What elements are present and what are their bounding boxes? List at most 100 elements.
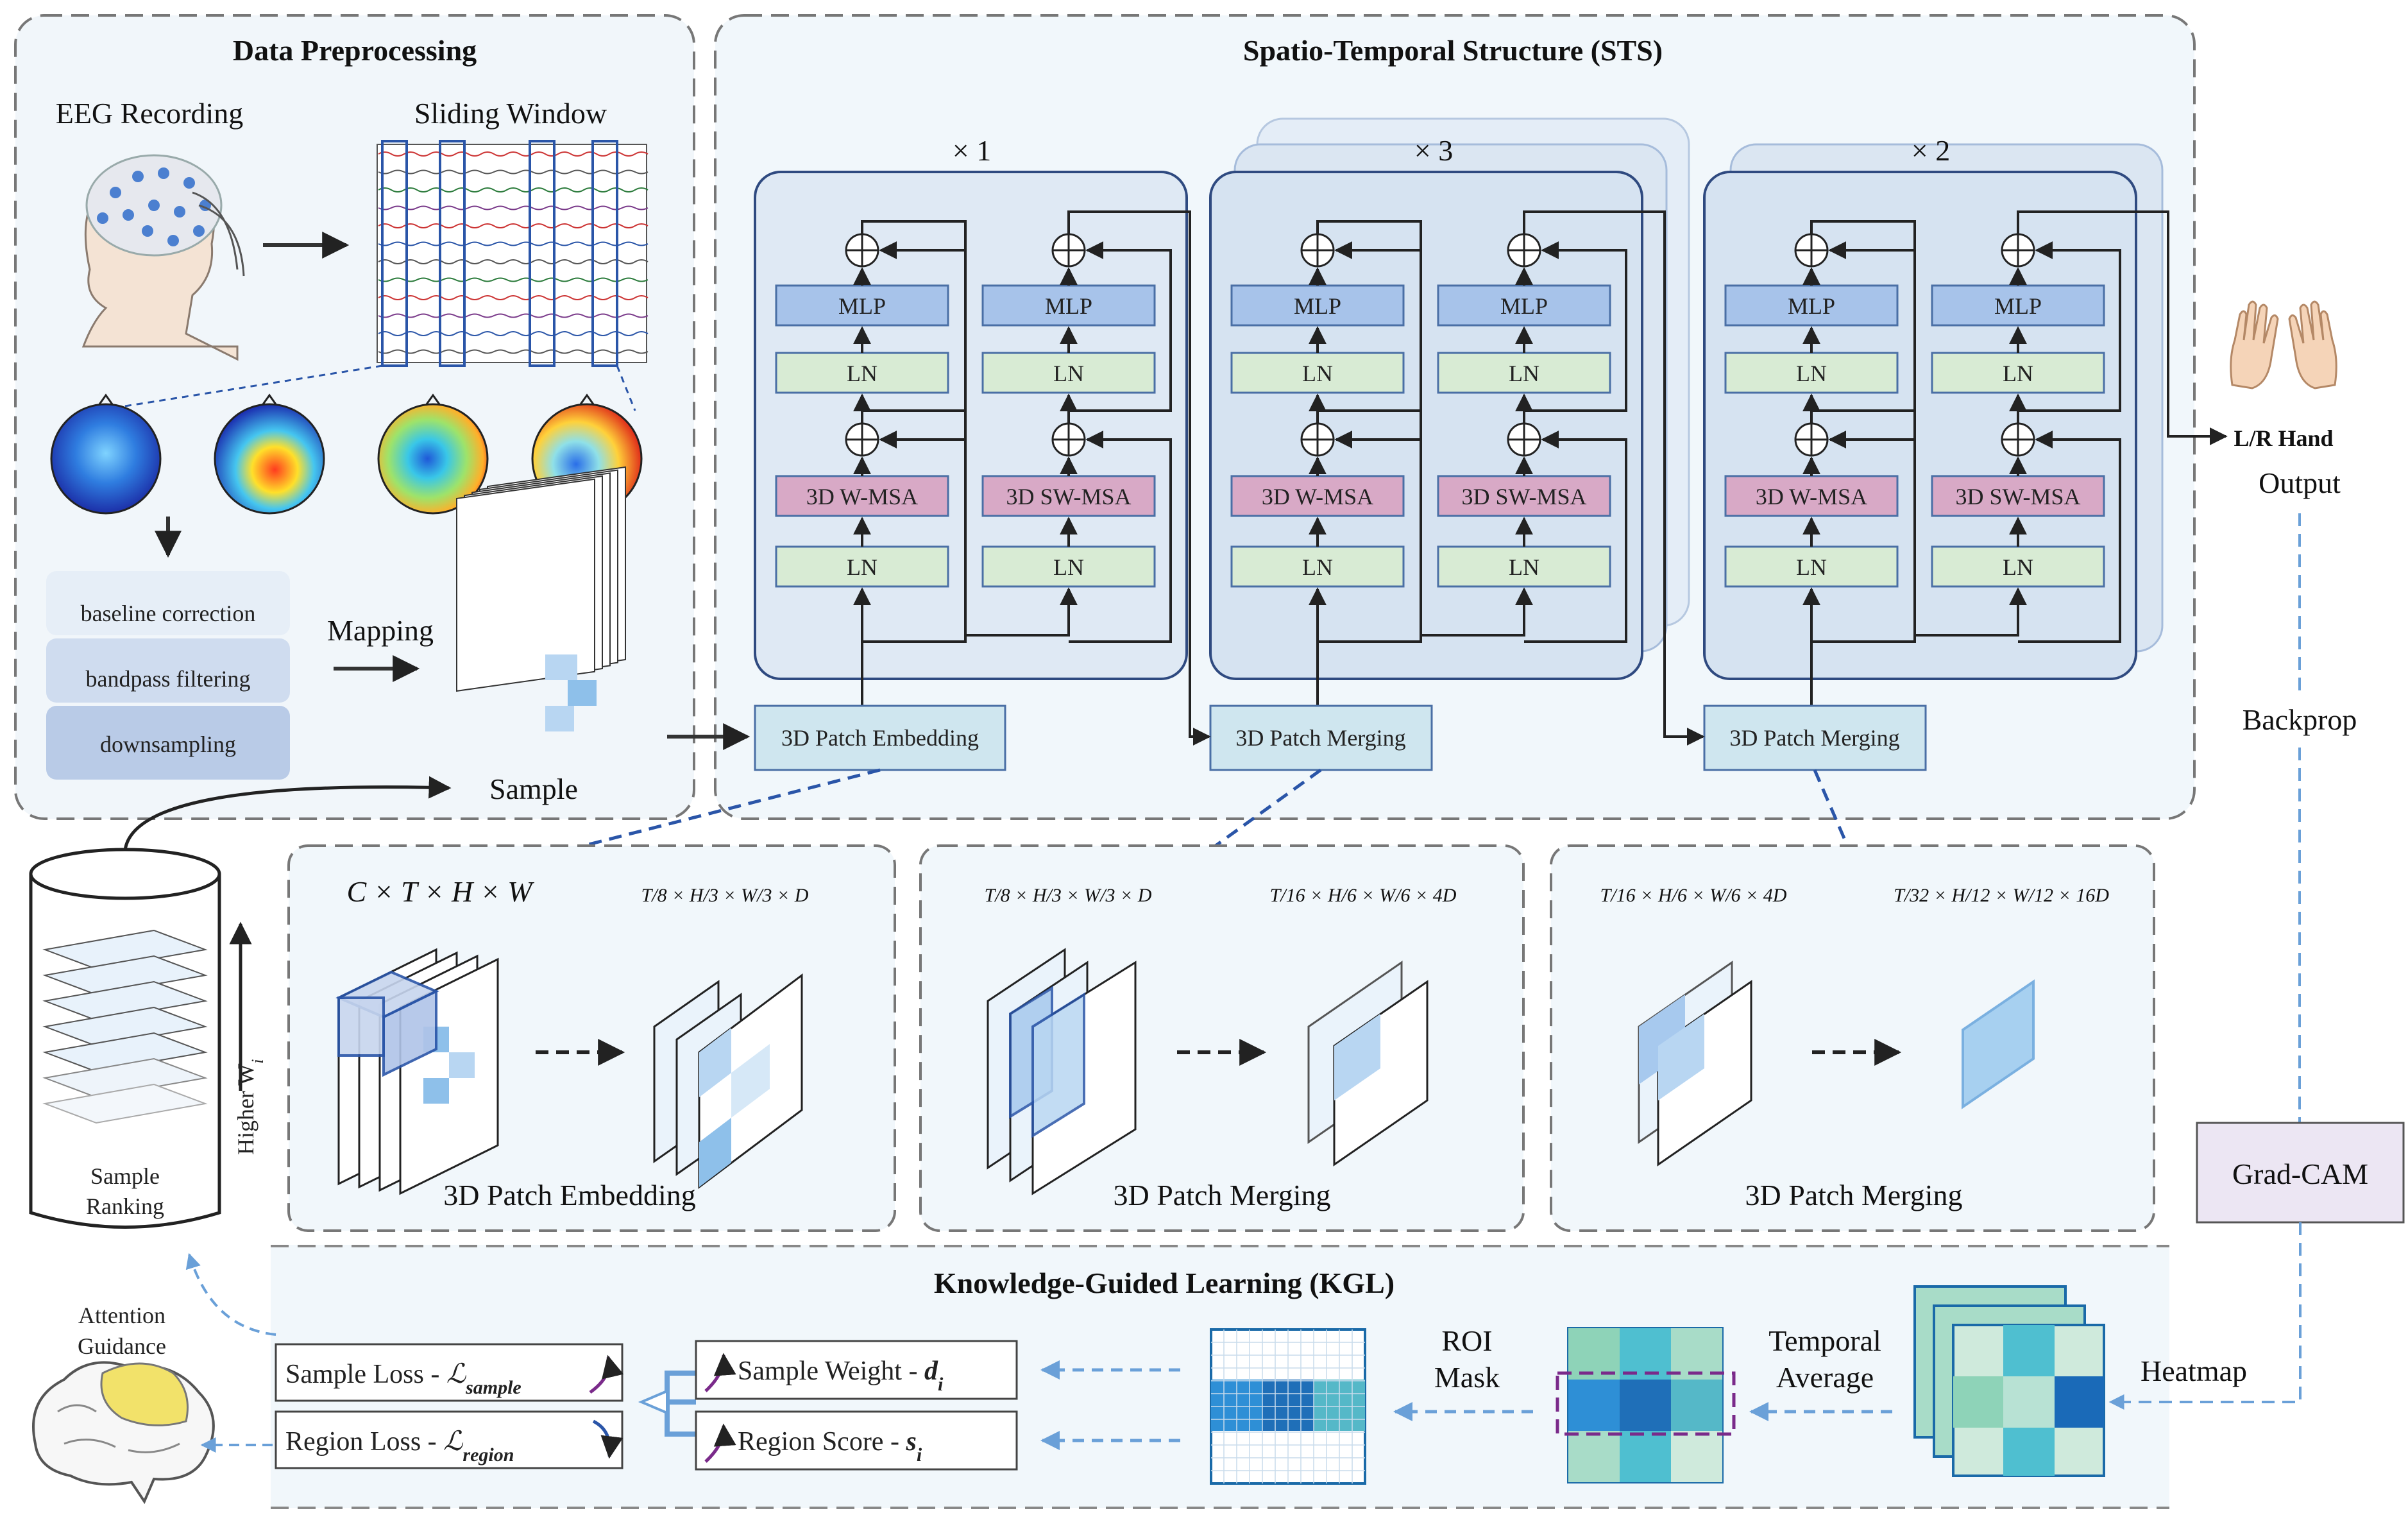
stage1-box xyxy=(754,171,1188,680)
ln-block xyxy=(1931,352,2105,394)
output-label: Output xyxy=(2259,466,2341,499)
step-bandpass-label: bandpass filtering xyxy=(86,666,251,692)
trend-up-icon xyxy=(589,1355,624,1394)
svg-text:MLP: MLP xyxy=(1500,293,1548,319)
sample-stack xyxy=(456,466,626,731)
stage1-repeat: × 1 xyxy=(953,134,991,167)
step-bandpass-box xyxy=(46,638,290,703)
svg-text:3D SW-MSA: 3D SW-MSA xyxy=(1955,484,2080,509)
sample-ranking-label-2: Ranking xyxy=(86,1193,164,1219)
mlp-block xyxy=(1724,284,1899,327)
region-loss-label: Region Loss - ℒregion xyxy=(285,1427,514,1466)
ln-block xyxy=(1724,352,1899,394)
step-baseline-label: baseline correction xyxy=(81,601,256,626)
topo-map-3 xyxy=(377,393,489,515)
backprop-label: Backprop xyxy=(2243,703,2357,736)
merging-input-graphic xyxy=(987,948,1137,1195)
mlp-block xyxy=(1931,284,2105,327)
ln-block xyxy=(1437,352,1611,394)
final-patch-graphic xyxy=(1962,979,2035,1109)
panel1-dim-out: T/8 × H/3 × W/3 × D xyxy=(641,885,809,906)
svg-text:3D W-MSA: 3D W-MSA xyxy=(806,484,918,509)
svg-text:LN: LN xyxy=(847,361,878,386)
sample-database-icon xyxy=(29,848,221,1229)
panel1-dim-in: C × T × H × W xyxy=(346,875,534,908)
merged-patches-graphic xyxy=(1307,961,1429,1167)
sample-weight-label: Sample Weight - di xyxy=(738,1356,944,1395)
wmsa-block xyxy=(775,475,949,517)
stage2-transformer-blocks: MLP LN 3D W-MSA LN MLP LN 3D SW-MSA LN xyxy=(1230,220,1627,706)
svg-text:MLP: MLP xyxy=(838,293,886,319)
svg-text:3D SW-MSA: 3D SW-MSA xyxy=(1461,484,1586,509)
heatmap-label: Heatmap xyxy=(2141,1355,2247,1387)
brain-icon xyxy=(32,1361,215,1505)
step-baseline-box xyxy=(46,571,290,635)
svg-text:LN: LN xyxy=(2003,554,2033,580)
mapping-label: Mapping xyxy=(327,614,434,647)
svg-text:LN: LN xyxy=(1509,554,1539,580)
panel1-title: 3D Patch Embedding xyxy=(443,1179,696,1211)
heatmap-stack xyxy=(1913,1285,2105,1477)
eeg-traces xyxy=(377,140,649,367)
input-volume-graphic xyxy=(335,948,499,1195)
sample-ranking-label-1: Sample xyxy=(90,1163,160,1189)
region-score-label: Region Score - si xyxy=(738,1427,922,1466)
svg-text:3D W-MSA: 3D W-MSA xyxy=(1262,484,1373,509)
panel3-dim-in: T/16 × H/6 × W/6 × 4D xyxy=(1600,885,1787,906)
ln-block xyxy=(775,352,949,394)
stage2-repeat: × 3 xyxy=(1414,134,1453,167)
svg-text:3D W-MSA: 3D W-MSA xyxy=(1756,484,1867,509)
mlp-block xyxy=(1437,284,1611,327)
roi-label-1: ROI xyxy=(1441,1324,1492,1357)
svg-text:LN: LN xyxy=(1053,361,1084,386)
svg-text:MLP: MLP xyxy=(1788,293,1835,319)
roi-label-2: Mask xyxy=(1434,1361,1500,1394)
patch-embedding-block xyxy=(754,705,1006,771)
trend-up-icon xyxy=(704,1423,736,1463)
combine-arrow-icon xyxy=(638,1371,696,1437)
kgl-title: Knowledge-Guided Learning (KGL) xyxy=(934,1267,1395,1299)
panel2-dim-out: T/16 × H/6 × W/6 × 4D xyxy=(1270,885,1457,906)
panel3-dim-out: T/32 × H/12 × W/12 × 16D xyxy=(1894,885,2109,906)
patch-embedding-label: 3D Patch Embedding xyxy=(781,725,979,751)
stage3-box xyxy=(1703,171,2137,680)
topo-map-2 xyxy=(214,393,325,515)
swmsa-block xyxy=(1931,475,2105,517)
svg-text:MLP: MLP xyxy=(1294,293,1341,319)
eeg-head-illustration xyxy=(81,154,245,361)
temporal-label-1: Temporal xyxy=(1768,1324,1881,1357)
svg-text:LN: LN xyxy=(1302,554,1333,580)
mlp-block xyxy=(981,284,1156,327)
trend-down-icon xyxy=(592,1419,623,1459)
svg-text:LN: LN xyxy=(1509,361,1539,386)
sample-loss-box xyxy=(275,1343,623,1402)
attention-label-2: Guidance xyxy=(78,1333,166,1359)
patch-merging-block-1 xyxy=(1209,705,1433,771)
sts-title: Spatio-Temporal Structure (STS) xyxy=(1243,34,1663,67)
ln-block xyxy=(775,545,949,588)
ln-block xyxy=(981,545,1156,588)
trend-up-icon xyxy=(704,1353,736,1392)
hands-icon xyxy=(2230,300,2337,389)
swmsa-block xyxy=(981,475,1156,517)
stage1-transformer-blocks: MLP LN 3D W-MSA LN MLP LN 3D SW-MSA LN xyxy=(775,220,1172,706)
sliding-window-label: Sliding Window xyxy=(414,97,607,130)
merging-input-graphic-2 xyxy=(1638,961,1752,1167)
svg-text:LN: LN xyxy=(847,554,878,580)
gradcam-label: Grad-CAM xyxy=(2232,1158,2368,1190)
data-preprocessing-title: Data Preprocessing xyxy=(233,34,477,67)
eeg-recording-label: EEG Recording xyxy=(56,97,244,130)
stage2-box xyxy=(1209,171,1643,680)
mlp-block xyxy=(775,284,949,327)
topo-map-1 xyxy=(50,393,162,515)
svg-text:LN: LN xyxy=(1796,554,1827,580)
higher-w-label: Higher Wi xyxy=(233,1059,267,1155)
attention-label-1: Attention xyxy=(78,1303,165,1328)
embedded-patches-graphic xyxy=(653,973,803,1189)
sample-loss-label: Sample Loss - ℒsample xyxy=(285,1360,521,1398)
panel3-title: 3D Patch Merging xyxy=(1745,1179,1962,1211)
svg-text:MLP: MLP xyxy=(1045,293,1092,319)
svg-text:LN: LN xyxy=(1302,361,1333,386)
region-score-box xyxy=(695,1410,1018,1471)
mlp-block xyxy=(1230,284,1405,327)
